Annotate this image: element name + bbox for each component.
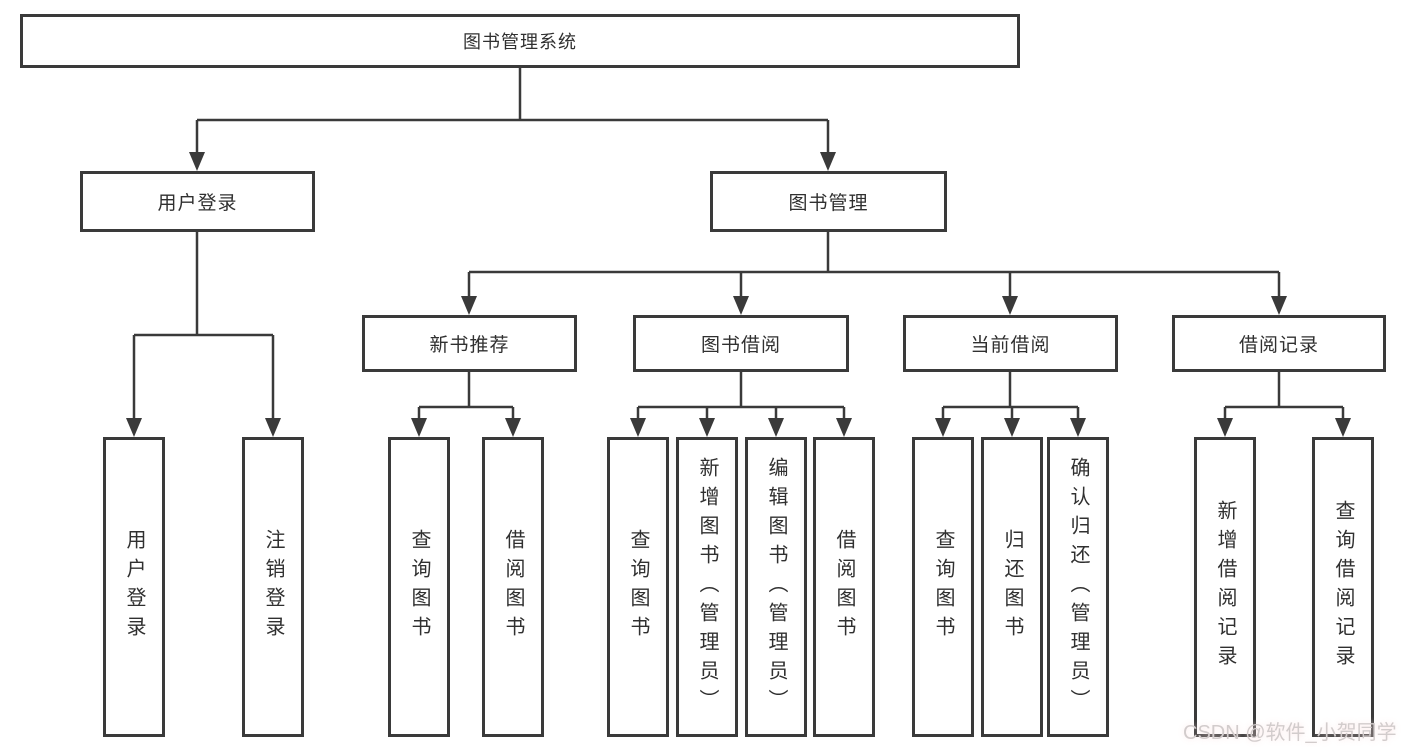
leaf-add-borrow-record: 新增借阅记录 xyxy=(1194,437,1256,737)
connector-book-borrow-to-children xyxy=(636,372,846,419)
arrow-icon xyxy=(1217,418,1233,437)
arrow-icon xyxy=(265,418,281,437)
connector-user-login-to-children xyxy=(132,232,275,419)
csdn-watermark: CSDN @软件_小贺同学 xyxy=(1183,722,1397,744)
node-user-login: 用户登录 xyxy=(80,171,315,232)
connector-borrow-records-to-children xyxy=(1223,372,1345,419)
node-label: 用户登录 xyxy=(157,193,238,214)
node-label: 查询借阅记录 xyxy=(1332,500,1354,674)
connector-root-to-level2 xyxy=(195,68,830,153)
node-label: 借阅图书 xyxy=(502,529,524,645)
arrow-icon xyxy=(505,418,521,437)
leaf-confirm-return-admin: 确认归还（管理员） xyxy=(1047,437,1109,737)
leaf-edit-books-admin: 编辑图书（管理员） xyxy=(745,437,807,737)
connector-book-mgmt-to-children xyxy=(467,232,1281,297)
node-label: 查询图书 xyxy=(408,529,430,645)
leaf-query-books-borrowing: 查询图书 xyxy=(607,437,669,737)
arrow-icon xyxy=(733,296,749,315)
arrow-icon xyxy=(1004,418,1020,437)
node-label: 确认归还（管理员） xyxy=(1067,456,1089,718)
node-book-management-system: 图书管理系统 xyxy=(20,14,1020,68)
node-label: 注销登录 xyxy=(262,529,284,645)
node-label: 图书管理系统 xyxy=(463,32,577,52)
leaf-query-books-recommendation: 查询图书 xyxy=(388,437,450,737)
node-book-borrowing: 图书借阅 xyxy=(633,315,849,372)
node-label: 图书借阅 xyxy=(700,335,781,356)
node-label: 查询图书 xyxy=(627,529,649,645)
node-label: 新增图书（管理员） xyxy=(696,456,718,718)
node-borrowing-records: 借阅记录 xyxy=(1172,315,1386,372)
node-new-book-recommendation: 新书推荐 xyxy=(362,315,577,372)
arrow-icon xyxy=(630,418,646,437)
arrow-icon xyxy=(1002,296,1018,315)
leaf-return-books: 归还图书 xyxy=(981,437,1043,737)
arrow-icon xyxy=(935,418,951,437)
leaf-query-borrow-record: 查询借阅记录 xyxy=(1312,437,1374,737)
arrow-icon xyxy=(768,418,784,437)
leaf-add-books-admin: 新增图书（管理员） xyxy=(676,437,738,737)
node-label: 当前借阅 xyxy=(970,335,1051,356)
arrow-icon xyxy=(411,418,427,437)
leaf-query-books-current: 查询图书 xyxy=(912,437,974,737)
arrow-icon xyxy=(126,418,142,437)
arrow-icon xyxy=(820,152,836,171)
leaf-user-login: 用户登录 xyxy=(103,437,165,737)
node-label: 新增借阅记录 xyxy=(1214,500,1236,674)
node-label: 图书管理 xyxy=(788,193,869,214)
arrow-icon xyxy=(1271,296,1287,315)
node-label: 用户登录 xyxy=(123,529,145,645)
arrow-icon xyxy=(1070,418,1086,437)
connector-current-borrow-to-children xyxy=(941,372,1080,419)
node-label: 新书推荐 xyxy=(429,335,510,356)
leaf-logout: 注销登录 xyxy=(242,437,304,737)
node-book-management: 图书管理 xyxy=(710,171,947,232)
node-current-borrowing: 当前借阅 xyxy=(903,315,1118,372)
arrow-icon xyxy=(836,418,852,437)
arrow-icon xyxy=(1335,418,1351,437)
node-label: 借阅图书 xyxy=(833,529,855,645)
connector-new-book-rec-to-children xyxy=(417,372,515,419)
node-label: 编辑图书（管理员） xyxy=(765,456,787,718)
arrow-icon xyxy=(699,418,715,437)
leaf-borrow-books-recommendation: 借阅图书 xyxy=(482,437,544,737)
leaf-borrow-books: 借阅图书 xyxy=(813,437,875,737)
node-label: 借阅记录 xyxy=(1238,335,1319,356)
node-label: 归还图书 xyxy=(1001,529,1023,645)
arrow-icon xyxy=(461,296,477,315)
arrow-icon xyxy=(189,152,205,171)
node-label: 查询图书 xyxy=(932,529,954,645)
